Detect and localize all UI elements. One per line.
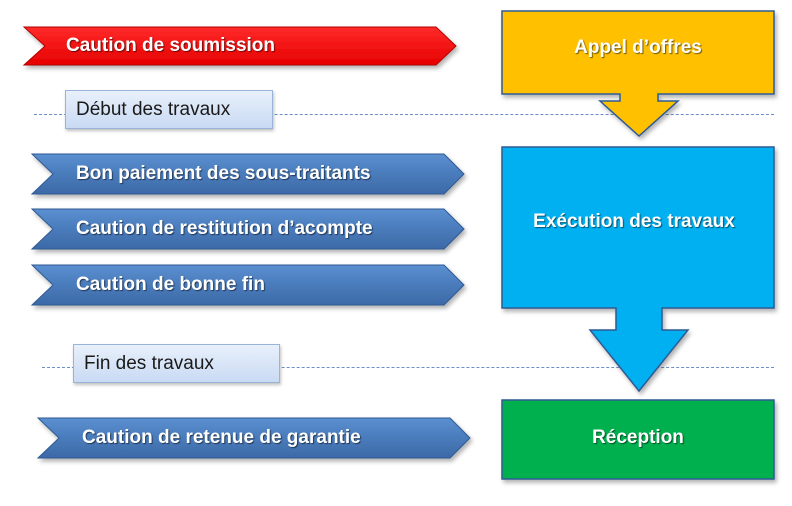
arrow-soumission (22, 26, 457, 66)
stage-execution-label: Exécution des travaux (533, 211, 735, 232)
separator-debut (34, 114, 774, 115)
separator-fin (42, 367, 774, 368)
arrow-sous-traitants (30, 153, 465, 195)
milestone-fin: Fin des travaux (73, 344, 280, 383)
arrow-garantie (36, 417, 471, 459)
arrow-bonne-fin-label: Caution de bonne fin (76, 274, 265, 295)
arrow-garantie-label: Caution de retenue de garantie (82, 427, 361, 448)
arrow-soumission-label: Caution de soumission (66, 35, 276, 56)
milestone-debut: Début des travaux (65, 90, 273, 129)
arrow-acompte (30, 208, 465, 250)
box-appel-offres (501, 10, 775, 138)
arrow-bonne-fin (30, 264, 465, 306)
arrow-sous-traitants-label: Bon paiement des sous-traitants (76, 163, 371, 184)
arrow-acompte-label: Caution de restitution d’acompte (76, 218, 373, 239)
stage-appel-label: Appel d’offres (574, 37, 702, 58)
stage-reception-label: Réception (592, 427, 684, 448)
box-reception (501, 399, 775, 480)
box-execution (501, 146, 775, 393)
